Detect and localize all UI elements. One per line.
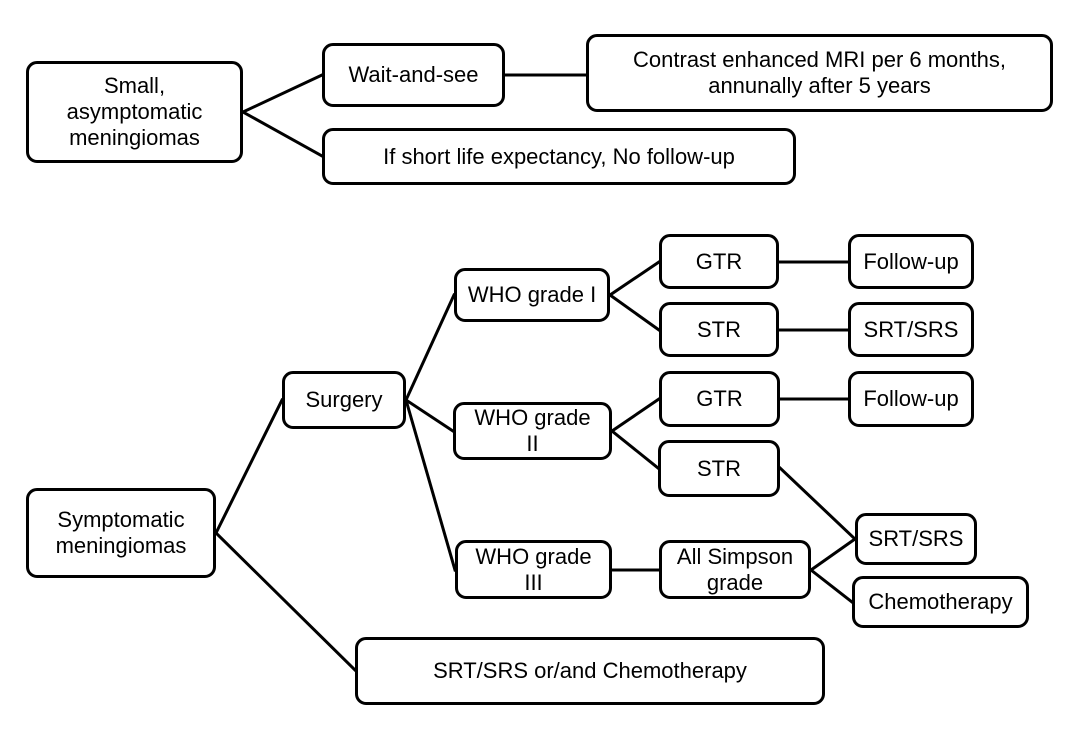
node-if-short-life-expectancy[interactable]: If short life expectancy, No follow-up [322,128,796,185]
node-srt-srs-grade-3[interactable]: SRT/SRS [855,513,977,565]
node-label: STR [697,316,741,342]
node-label: WHO grade III [475,543,592,595]
edge-symptomatic-to-srt-chemo [213,530,358,673]
edge-symptomatic-to-surgery [213,397,285,536]
node-label: SRT/SRS or/and Chemotherapy [433,658,747,684]
node-label: Follow-up [863,248,959,274]
node-label: Small, asymptomatic meningiomas [66,73,203,150]
node-chemotherapy[interactable]: Chemotherapy [852,576,1029,628]
edge-small-to-wait-and-see [241,73,324,114]
node-label: All Simpson grade [676,543,794,595]
node-srt-srs-or-and-chemotherapy[interactable]: SRT/SRS or/and Chemotherapy [355,637,825,705]
edge-who-2-to-gtr [609,396,662,434]
node-followup-grade-2[interactable]: Follow-up [848,371,974,427]
node-label: GTR [696,386,743,412]
edge-who-1-to-gtr [607,259,662,298]
node-str-grade-1[interactable]: STR [659,302,779,357]
node-gtr-grade-1[interactable]: GTR [659,234,779,289]
node-label: GTR [695,248,743,274]
node-label: SRT/SRS [868,526,964,552]
node-label: WHO grade II [474,405,591,456]
node-label: If short life expectancy, No follow-up [383,143,735,169]
node-all-simpson-grade[interactable]: All Simpson grade [659,540,811,599]
node-label: Contrast enhanced MRI per 6 months, annu… [633,47,1006,98]
edge-who-1-to-str [607,292,662,333]
edge-all-simpson-to-chemotherapy [808,567,855,605]
node-label: Wait-and-see [348,62,479,88]
node-label: Surgery [305,387,383,413]
node-label: Symptomatic meningiomas [55,507,187,558]
node-gtr-grade-2[interactable]: GTR [659,371,780,427]
node-label: SRT/SRS [863,316,959,342]
node-who-grade-3[interactable]: WHO grade III [455,540,612,599]
node-label: WHO grade I [467,282,597,308]
node-surgery[interactable]: Surgery [282,371,406,429]
node-label: Chemotherapy [868,589,1013,615]
node-small-asymptomatic-meningiomas[interactable]: Small, asymptomatic meningiomas [26,61,243,163]
node-symptomatic-meningiomas[interactable]: Symptomatic meningiomas [26,488,216,578]
node-who-grade-1[interactable]: WHO grade I [454,268,610,322]
edge-all-simpson-to-srt-srs [808,536,858,573]
node-who-grade-2[interactable]: WHO grade II [453,402,612,460]
node-wait-and-see[interactable]: Wait-and-see [322,43,505,107]
node-contrast-enhanced-mri[interactable]: Contrast enhanced MRI per 6 months, annu… [586,34,1053,112]
node-label: Follow-up [863,386,959,412]
node-str-grade-2[interactable]: STR [658,440,780,497]
node-srt-srs-grade-1[interactable]: SRT/SRS [848,302,974,357]
edge-surgery-to-who-3 [404,398,457,572]
node-followup-grade-1[interactable]: Follow-up [848,234,974,289]
edge-str-2-to-srt-srs [777,465,858,542]
node-label: STR [697,455,741,481]
edge-who-2-to-str [609,428,661,471]
edge-surgery-to-who-1 [404,293,456,402]
edge-surgery-to-who-2 [403,397,456,434]
edge-small-to-short-life [240,109,325,159]
